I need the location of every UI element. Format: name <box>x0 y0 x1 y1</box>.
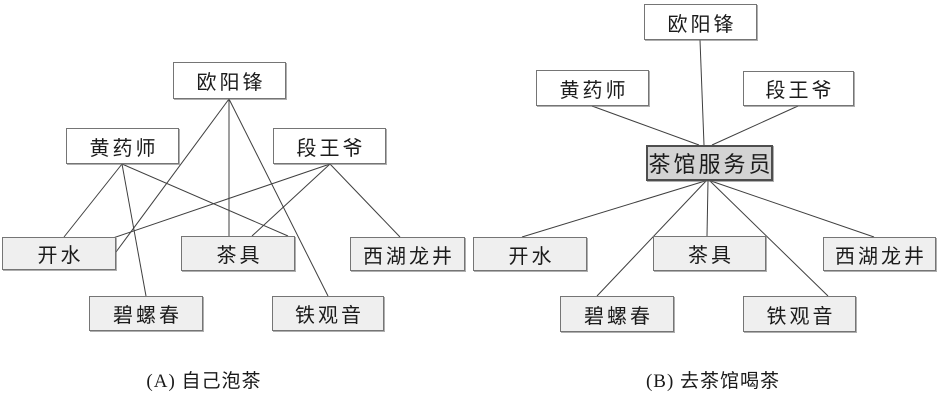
node-kaishui-b: 开水 <box>473 237 587 271</box>
edge-huangyaoshi-a-to-kaishui-a <box>63 163 123 238</box>
node-ouyangfeng-a: 欧阳锋 <box>173 62 286 99</box>
node-label-xihulongjing-a: 西湖龙井 <box>363 245 455 268</box>
node-biluochun-b: 碧螺春 <box>560 296 674 332</box>
node-label-chaguanfuwuyuan: 茶馆服务员 <box>648 152 774 177</box>
node-label-tieguanyin-a: 铁观音 <box>295 305 364 327</box>
node-ouyangfeng-b: 欧阳锋 <box>644 4 757 40</box>
node-label-ouyangfeng-b: 欧阳锋 <box>667 13 737 36</box>
edge-chaguanfuwuyuan-to-biluochun-b <box>596 180 707 297</box>
edge-chaguanfuwuyuan-to-tieguanyin-b <box>709 180 829 297</box>
caption-a: (A) 自己泡茶 <box>146 371 262 392</box>
node-tieguanyin-a: 铁观音 <box>272 296 384 331</box>
node-label-ouyangfeng-a: 欧阳锋 <box>196 72 266 94</box>
node-label-biluochun-b: 碧螺春 <box>584 305 653 328</box>
node-biluochun-a: 碧螺春 <box>89 296 203 331</box>
node-duanwangye-a: 段王爷 <box>273 128 386 164</box>
node-chaguanfuwuyuan: 茶馆服务员 <box>646 145 773 181</box>
edge-huangyaoshi-b-to-chaguanfuwuyuan <box>591 105 700 146</box>
edge-huangyaoshi-a-to-biluochun-a <box>121 163 147 297</box>
node-label-kaishui-b: 开水 <box>508 245 555 268</box>
node-xihulongjing-b: 西湖龙井 <box>823 237 936 271</box>
node-label-kaishui-a: 开水 <box>37 245 84 267</box>
node-label-chaju-a: 茶具 <box>216 245 263 267</box>
edge-huangyaoshi-a-to-chaju-a <box>121 163 289 237</box>
node-xihulongjing-a: 西湖龙井 <box>350 237 465 271</box>
node-label-xihulongjing-b: 西湖龙井 <box>835 245 927 268</box>
edge-chaguanfuwuyuan-to-chaju-b <box>706 180 709 237</box>
edge-duanwangye-a-to-chaju-a <box>251 163 331 237</box>
edge-ouyangfeng-a-to-tieguanyin-a <box>228 98 329 297</box>
node-duanwangye-b: 段王爷 <box>743 71 854 106</box>
node-huangyaoshi-b: 黄药师 <box>536 70 649 106</box>
node-label-tieguanyin-b: 铁观音 <box>766 305 836 328</box>
edge-duanwangye-a-to-xihulongjing-a <box>329 163 401 238</box>
edge-chaguanfuwuyuan-to-kaishui-b <box>521 180 706 238</box>
edge-ouyangfeng-a-to-kaishui-a <box>115 98 230 253</box>
node-huangyaoshi-a: 黄药师 <box>66 128 179 164</box>
node-label-huangyaoshi-a: 黄药师 <box>89 137 159 160</box>
node-kaishui-a: 开水 <box>2 237 116 270</box>
edge-duanwangye-a-to-kaishui-a <box>112 163 331 239</box>
node-label-duanwangye-a: 段王爷 <box>296 137 366 160</box>
caption-b: (B) 去茶馆喝茶 <box>645 371 781 392</box>
edge-chaguanfuwuyuan-to-xihulongjing-b <box>710 180 875 238</box>
node-chaju-a: 茶具 <box>181 236 295 271</box>
node-chaju-b: 茶具 <box>653 236 766 271</box>
node-label-chaju-b: 茶具 <box>688 245 734 267</box>
edge-ouyangfeng-b-to-chaguanfuwuyuan <box>699 39 705 146</box>
node-label-duanwangye-b: 段王爷 <box>765 80 835 102</box>
node-tieguanyin-b: 铁观音 <box>743 296 856 332</box>
node-label-biluochun-a: 碧螺春 <box>113 305 182 327</box>
edge-duanwangye-b-to-chaguanfuwuyuan <box>711 105 799 146</box>
node-label-huangyaoshi-b: 黄药师 <box>559 79 629 102</box>
